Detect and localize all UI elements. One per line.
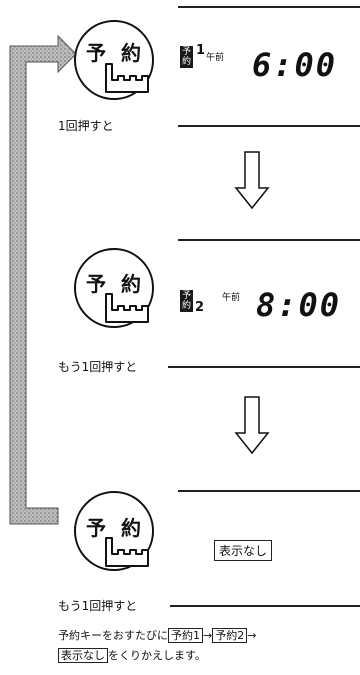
step-3-top-rule	[178, 490, 360, 492]
indicator-mark: 予約	[180, 46, 193, 68]
indicator-mark: 予約	[180, 290, 193, 312]
footer-note: 予約キーをおすたびに予約1→予約2→ 表示なしをくりかえします。	[58, 626, 358, 666]
pressing-hand-icon	[105, 537, 149, 567]
down-arrow-icon	[234, 151, 270, 210]
reservation-button[interactable]	[74, 491, 154, 571]
box-no-display: 表示なし	[58, 648, 108, 663]
slot-number: 2	[195, 300, 205, 315]
reservation-button[interactable]	[74, 248, 154, 328]
reservation-button[interactable]	[74, 20, 154, 100]
reservation-button-label: 予 約	[86, 41, 145, 65]
pressing-hand-icon	[105, 293, 149, 323]
am-label: 午前	[222, 293, 241, 303]
down-arrow-icon	[234, 396, 270, 455]
footer-line-2: 表示なしをくりかえします。	[58, 646, 358, 666]
step-1-caption: 1回押すと	[58, 119, 114, 133]
slot-number: 1	[196, 43, 206, 58]
step-2-bottom-rule	[168, 366, 360, 368]
reservation-button-label: 予 約	[86, 272, 145, 296]
cycle-arrow	[9, 34, 77, 525]
footer-line-1: 予約キーをおすたびに予約1→予約2→	[58, 628, 257, 643]
step-1-bottom-rule	[178, 125, 360, 127]
step-3-bottom-rule	[170, 605, 360, 607]
step-2-caption: もう1回押すと	[58, 360, 138, 374]
step-3-caption: もう1回押すと	[58, 599, 138, 613]
pressing-hand-icon	[105, 63, 149, 93]
step-1-top-rule	[178, 6, 360, 8]
box-slot-2: 予約2	[212, 628, 248, 643]
reservation-button-label: 予 約	[86, 516, 145, 540]
step-2-top-rule	[178, 239, 360, 241]
box-slot-1: 予約1	[168, 628, 203, 643]
time-display: 8:00	[256, 286, 342, 324]
am-label: 午前	[206, 53, 225, 63]
time-display: 6:00	[252, 46, 338, 84]
no-display-box: 表示なし	[214, 540, 273, 561]
